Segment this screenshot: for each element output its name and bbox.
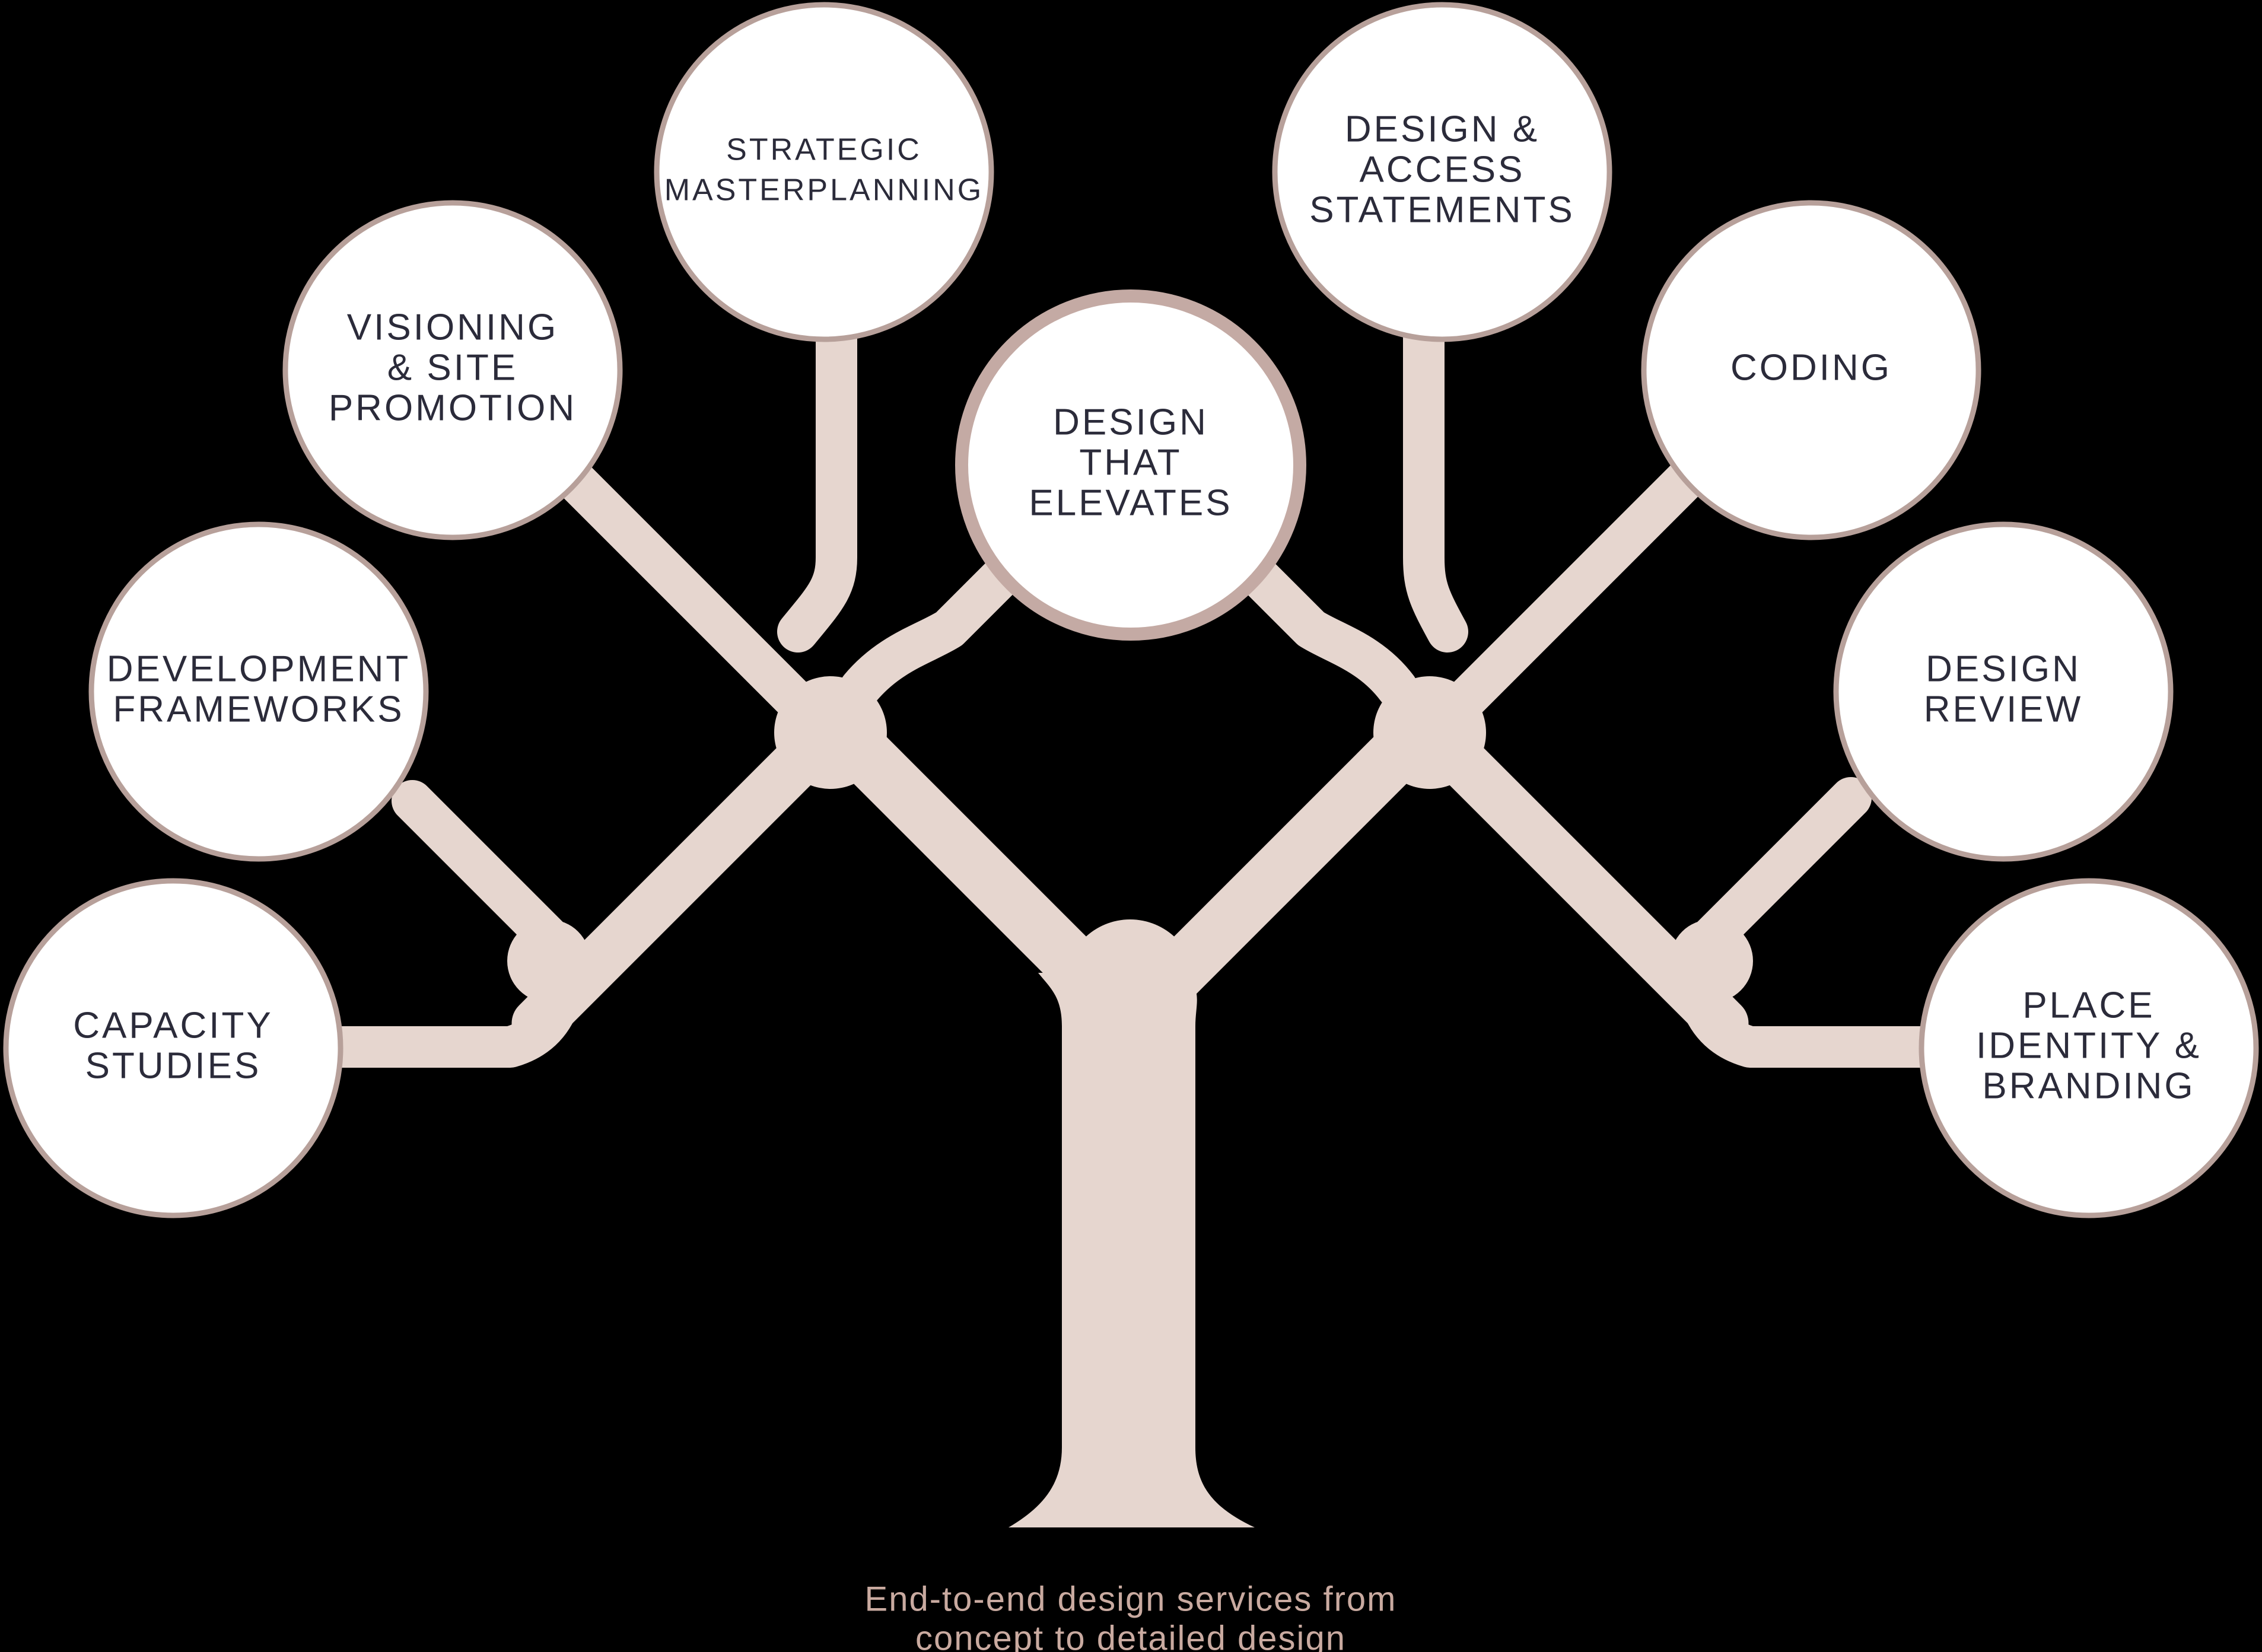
branch-joint [1670, 919, 1753, 1002]
node-circle [1272, 2, 1612, 342]
node-label-line: PLACE [2022, 985, 2155, 1026]
node-label-line: DESIGN & [1345, 109, 1539, 149]
center-label-line: ELEVATES [1029, 482, 1232, 523]
branch-center-left [839, 549, 1029, 709]
node-label-line: CODING [1730, 347, 1892, 388]
node-label-line: DEVELOPMENT [107, 648, 411, 689]
tree-trunk [1008, 973, 1255, 1527]
node-circle [654, 2, 994, 342]
branch-visioning [546, 451, 819, 724]
node-label-line: FRAMEWORKS [113, 689, 404, 730]
branch-design-access [1403, 311, 1468, 652]
center-label-line: DESIGN [1053, 402, 1208, 443]
node-label-line: DESIGN [1926, 648, 2081, 689]
center-circle [955, 289, 1306, 641]
branch-development [392, 780, 570, 958]
tree-branches [317, 311, 1946, 1527]
node-label-line: & SITE [387, 347, 518, 388]
caption-line: concept to detailed design [915, 1619, 1346, 1652]
node-circle [1641, 200, 1981, 540]
node-circle [1919, 878, 2259, 1218]
node-label-line: REVIEW [1924, 689, 2083, 730]
node-strategic-masterplanning: STRATEGIC MASTERPLANNING [654, 2, 994, 342]
node-label-line: IDENTITY & [1976, 1025, 2201, 1066]
node-circle [88, 521, 429, 862]
node-coding: CODING [1641, 200, 1981, 540]
branch-center-right [1234, 552, 1418, 709]
branch-joint [507, 919, 590, 1002]
node-label-line: MASTERPLANNING [664, 173, 984, 208]
node-circle [1833, 521, 2174, 862]
node-circle [3, 878, 343, 1218]
branch-main-left [805, 695, 1117, 1007]
branch-main-right [1143, 695, 1455, 1007]
node-circle [282, 200, 623, 540]
branch-coding [1442, 454, 1711, 724]
caption-line: End-to-end design services from [865, 1580, 1397, 1618]
branch-strategic [777, 311, 857, 652]
node-label-line: BRANDING [1982, 1065, 2195, 1106]
node-label-line: VISIONING [347, 307, 558, 348]
node-label-line: ACCESS [1360, 149, 1525, 190]
branch-joint [1373, 676, 1486, 789]
node-label-line: STRATEGIC [726, 133, 922, 167]
node-label-line: PROMOTION [329, 387, 577, 428]
branch-design-review [1691, 777, 1872, 958]
center-label-line: THAT [1079, 442, 1182, 483]
service-nodes: CAPACITYSTUDIESDEVELOPMENTFRAMEWORKSVISI… [3, 2, 2259, 1218]
node-label-line: STUDIES [85, 1045, 262, 1086]
node-label-line: STATEMENTS [1309, 189, 1575, 230]
branch-joint [774, 676, 887, 789]
node-label-line: CAPACITY [73, 1005, 273, 1046]
branch-joint [1065, 919, 1195, 1050]
